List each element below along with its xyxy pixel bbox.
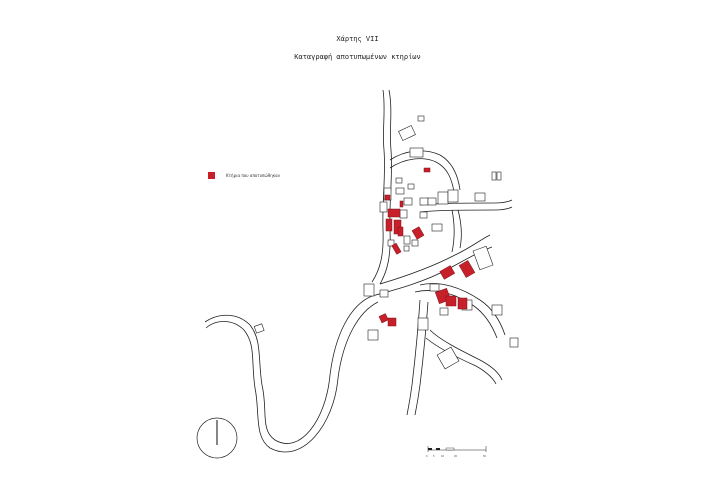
building-highlighted	[391, 242, 402, 255]
building	[491, 171, 497, 181]
building-highlighted	[458, 260, 476, 278]
building	[379, 201, 388, 213]
buildings-recorded	[253, 115, 519, 370]
building	[367, 329, 379, 341]
building	[417, 115, 425, 122]
building	[439, 307, 449, 316]
building	[429, 283, 440, 292]
road-east-down-a	[457, 209, 462, 249]
road-north-branch-a	[389, 150, 461, 191]
building	[398, 125, 416, 141]
road-east-branch-b	[419, 206, 513, 213]
road-west-loop-inner	[205, 301, 379, 453]
building	[427, 197, 437, 206]
building	[379, 289, 389, 298]
legend: Κτήρια που αποτυπώθηκαν	[208, 171, 280, 179]
scale-tick: 50	[483, 455, 487, 458]
building	[403, 245, 410, 252]
building	[509, 337, 519, 348]
building	[437, 191, 449, 205]
building	[253, 323, 265, 334]
building	[496, 171, 502, 181]
building	[419, 197, 429, 206]
scale-tick: 20	[454, 455, 458, 458]
building-highlighted	[397, 226, 404, 237]
building	[403, 197, 413, 206]
buildings-highlighted	[378, 167, 476, 327]
scale-tick: 5	[433, 455, 435, 458]
scale-bar: 0 5 10 20 50	[426, 446, 487, 458]
road-west-loop-outer	[204, 295, 373, 444]
road-north-branch-b	[389, 158, 455, 193]
building-highlighted	[378, 313, 389, 324]
building-highlighted	[387, 208, 401, 218]
building-highlighted	[457, 297, 468, 310]
building	[395, 177, 403, 184]
legend-label: Κτήρια που αποτυπώθηκαν	[226, 172, 280, 178]
building	[411, 239, 419, 247]
north-arrow-icon	[196, 417, 238, 459]
road-lower-b	[425, 337, 497, 385]
road-diagonal-north-edge	[379, 234, 491, 285]
building	[474, 192, 486, 202]
building	[431, 223, 443, 232]
building	[472, 245, 494, 271]
building	[447, 189, 459, 203]
building	[403, 235, 411, 245]
road-main-west-edge	[371, 89, 385, 283]
building-highlighted	[384, 194, 391, 201]
building-highlighted	[399, 200, 404, 208]
building-highlighted	[385, 218, 393, 232]
building	[399, 209, 408, 219]
building	[395, 187, 405, 195]
building	[363, 283, 375, 297]
building	[407, 183, 415, 190]
road-east-down-b	[451, 209, 455, 253]
building	[436, 346, 460, 370]
building	[409, 147, 424, 158]
building	[417, 317, 429, 331]
building-highlighted	[411, 226, 425, 240]
building-highlighted	[439, 265, 456, 280]
road-lower-a	[429, 329, 503, 381]
map-subtitle: Καταγραφή αποτυπωμένων κτηρίων	[294, 53, 421, 61]
legend-swatch	[208, 171, 215, 179]
scale-tick: 10	[441, 455, 445, 458]
building-highlighted	[445, 295, 457, 307]
building	[491, 304, 503, 316]
map-title: Χάρτης VII	[336, 35, 379, 43]
building-highlighted	[423, 167, 431, 173]
building	[387, 239, 395, 247]
building-highlighted	[387, 317, 397, 327]
scale-tick: 0	[426, 455, 428, 458]
building	[419, 211, 428, 219]
